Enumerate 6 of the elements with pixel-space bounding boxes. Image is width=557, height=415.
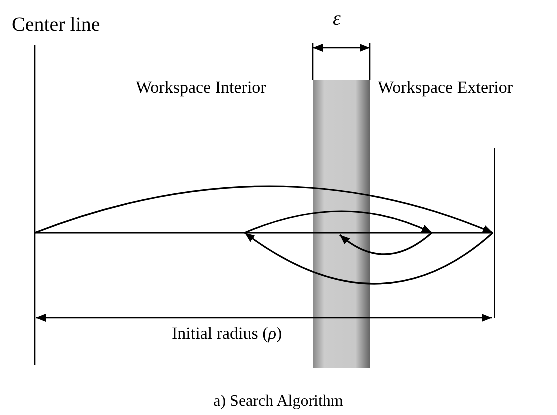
symbol-label: ε [333,9,341,29]
dimension-label: Initial radius (ρ) [170,325,284,342]
region-label: Workspace Interior [136,79,266,96]
region-label: Workspace Exterior [378,79,514,96]
label-text: Center line [12,15,100,35]
caption: a) Search Algorithm [214,393,344,410]
